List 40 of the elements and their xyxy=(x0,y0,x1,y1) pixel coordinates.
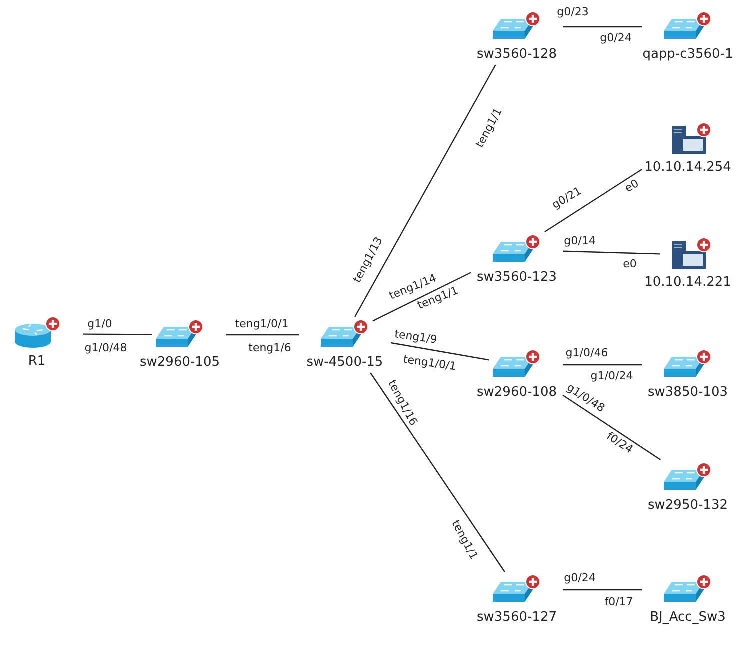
device-name: BJ_Acc_Sw3 xyxy=(650,609,726,627)
device-name: sw2950-132 xyxy=(648,497,728,515)
device-name: sw2960-105 xyxy=(140,354,220,372)
port-label: teng1/6 xyxy=(248,342,292,354)
port-label: g1/0/24 xyxy=(590,370,634,382)
network-link xyxy=(354,64,496,318)
network-link xyxy=(390,342,490,361)
network-link xyxy=(563,26,642,28)
port-label: g0/24 xyxy=(564,572,596,584)
port-label: g0/23 xyxy=(557,6,589,18)
port-label: g1/0/46 xyxy=(566,348,608,358)
network-link xyxy=(83,334,152,336)
device-name: qapp-c3560-1 xyxy=(642,46,734,64)
port-label: f0/17 xyxy=(604,596,634,608)
port-label: g1/0/48 xyxy=(84,342,128,354)
device-name: sw3850-103 xyxy=(648,384,728,402)
port-label: e0 xyxy=(623,178,641,194)
device-name: sw3560-127 xyxy=(477,609,557,627)
network-link xyxy=(226,334,299,336)
port-label: teng1/0/1 xyxy=(402,354,458,372)
device-name: R1 xyxy=(28,353,46,371)
network-link xyxy=(562,394,662,460)
network-link xyxy=(544,169,642,232)
port-label: teng1/9 xyxy=(394,328,438,346)
network-link xyxy=(562,250,660,255)
port-label: g0/24 xyxy=(600,32,632,44)
device-name: sw-4500-15 xyxy=(306,354,384,372)
device-name: 10.10.14.254 xyxy=(644,159,732,177)
network-link xyxy=(563,364,642,366)
port-label: e0 xyxy=(623,258,637,270)
port-label: g0/14 xyxy=(564,236,596,246)
device-name: sw2960-108 xyxy=(477,384,557,402)
network-link xyxy=(370,372,506,572)
network-link xyxy=(372,272,472,322)
device-name: 10.10.14.221 xyxy=(644,274,732,292)
network-link xyxy=(563,589,642,591)
device-name: sw3560-123 xyxy=(477,269,557,287)
port-label: g1/0 xyxy=(88,318,112,330)
port-label: teng1/0/1 xyxy=(235,318,289,330)
device-name: sw3560-128 xyxy=(477,46,557,64)
